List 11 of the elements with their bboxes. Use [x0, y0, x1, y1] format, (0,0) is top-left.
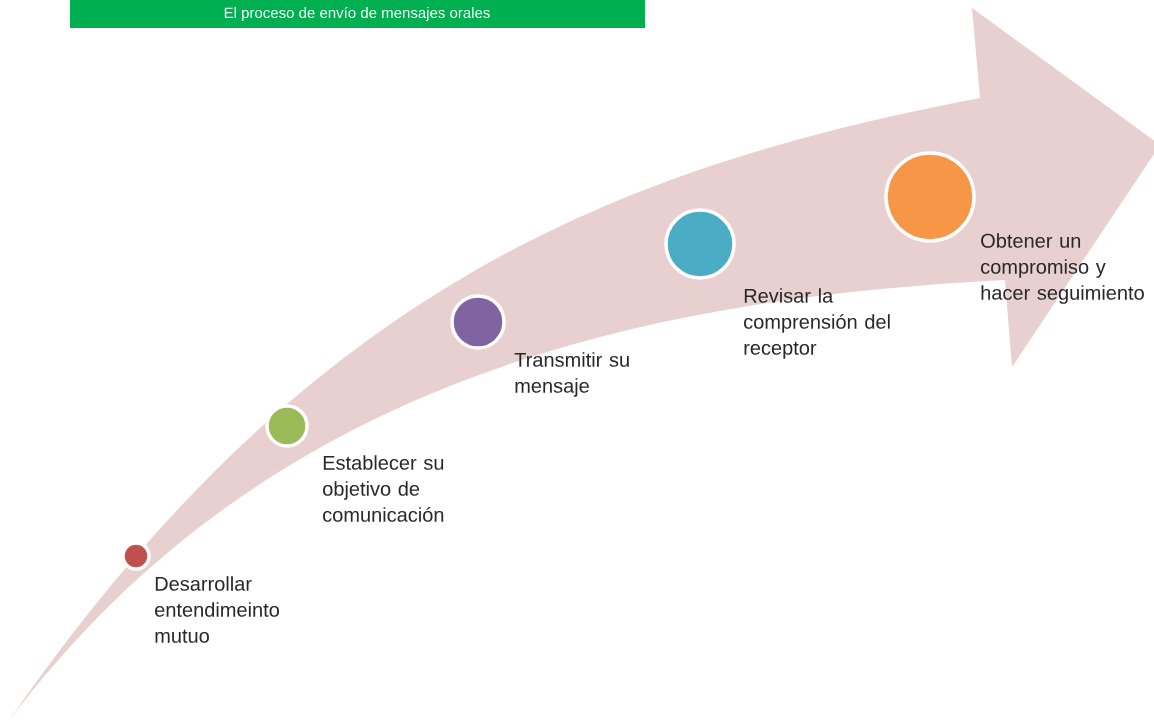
step-label: Obtener un compromiso y hacer seguimiento — [981, 233, 1144, 304]
step-label: Transmitir su mensaje — [514, 352, 629, 397]
step-circle — [664, 208, 736, 280]
step-circle — [121, 541, 151, 571]
step-circle — [265, 404, 309, 448]
step-circle — [450, 294, 506, 350]
title-banner: El proceso de envío de mensajes orales — [70, 0, 645, 28]
step-circle — [884, 151, 976, 243]
step-label: Desarrollar entendimeinto mutuo — [155, 576, 279, 643]
step-label: Establecer su objetivo de comunicación — [323, 455, 444, 522]
step-label: Revisar la comprensión del receptor — [744, 288, 890, 359]
